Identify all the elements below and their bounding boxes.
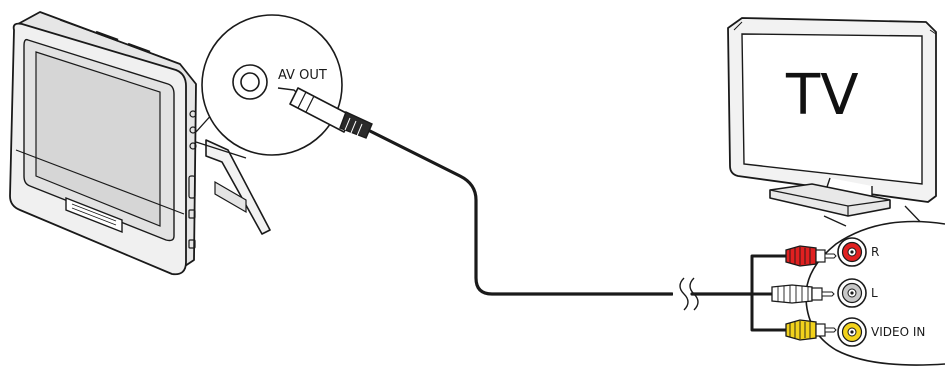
tv-screen [741, 33, 923, 185]
audio-right-jack [837, 237, 867, 267]
rca-plug-yellow [785, 319, 837, 341]
av-plug [277, 87, 373, 139]
rca-plug-white [771, 284, 835, 304]
tv: TV [727, 17, 937, 217]
av-out-callout: AV OUT [195, 14, 373, 159]
tv-label: TV [785, 63, 859, 128]
audio-left-label: L [871, 286, 878, 300]
player-stand [205, 139, 271, 235]
audio-left-jack [837, 278, 867, 308]
portable-player [9, 11, 271, 276]
av-cable [368, 129, 674, 296]
av-out-label: AV OUT [278, 68, 327, 83]
tv-stand [769, 183, 891, 217]
video-in-jack [837, 317, 867, 347]
av-out-magnifier [201, 14, 343, 156]
player-controls [65, 196, 123, 234]
rca-plug-red [785, 245, 837, 267]
tv-input-callout: R L VIDEO IN [805, 205, 945, 366]
video-in-label: VIDEO IN [871, 325, 925, 339]
player-screen [35, 51, 161, 227]
audio-right-label: R [871, 245, 879, 259]
